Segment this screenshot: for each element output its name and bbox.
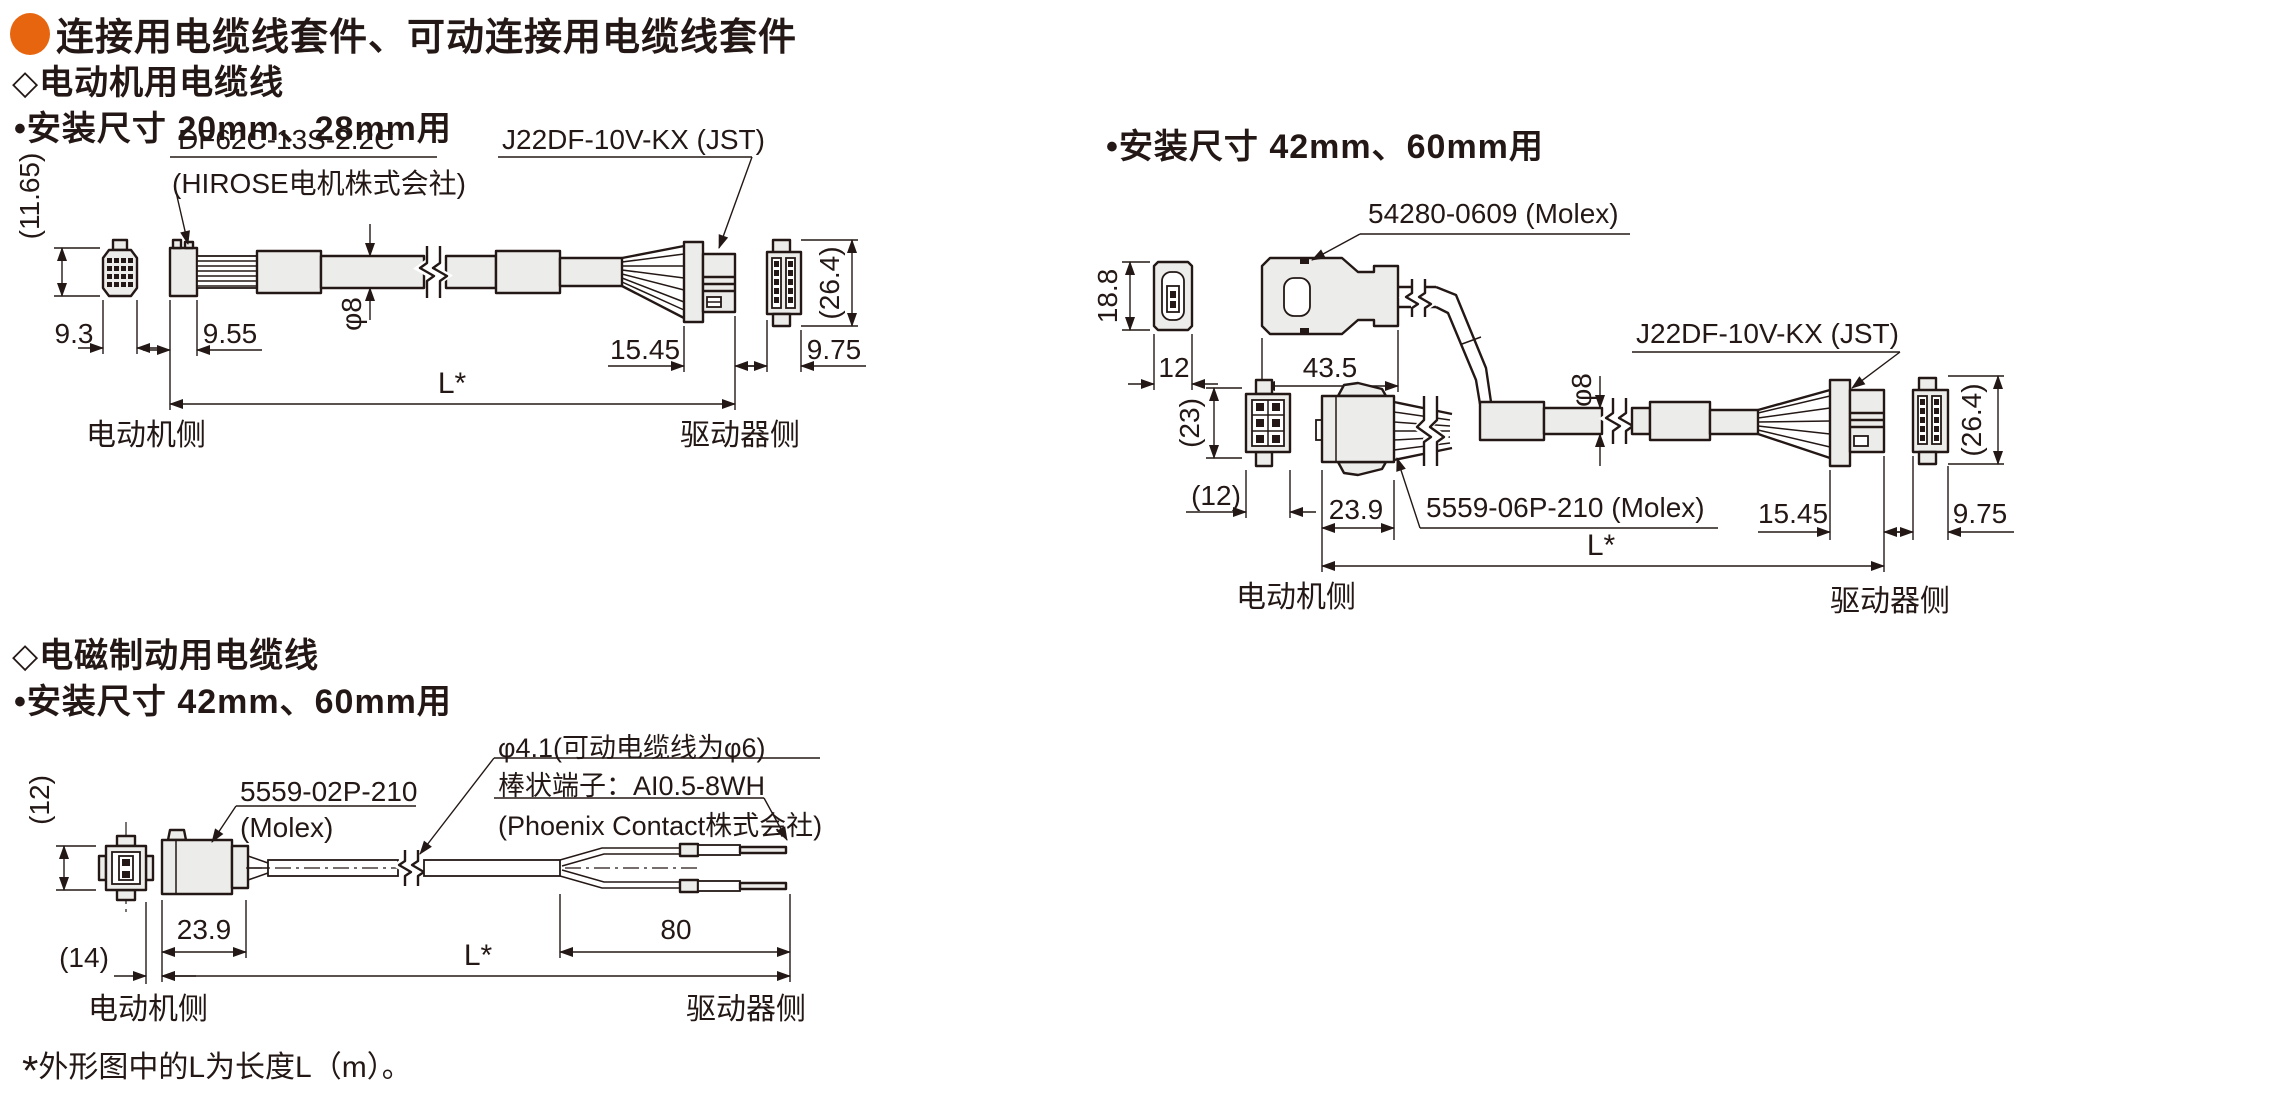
dim-15-45-b: 15.45 [1757, 498, 1829, 529]
part-label-j22df-b: J22DF-10V-KX (JST) [1636, 318, 1899, 349]
encoder-plug-front-view [1122, 260, 1218, 390]
part-label-df62c: DF62C-13S-2.2C [178, 124, 395, 155]
motor-side-label-a: 电动机侧 [86, 419, 206, 452]
part-label-5559-02p: 5559-02P-210 [240, 776, 418, 807]
dim-phi8-b: φ8 [1566, 373, 1597, 407]
brake-plug-front-view [56, 834, 155, 902]
footnote-text: 外形图中的L为长度L（m）。 [38, 1051, 412, 1084]
motor-side-label-b: 电动机侧 [1236, 581, 1356, 614]
dim-phi8-a: φ8 [336, 297, 367, 331]
part-label-j22df-a: J22DF-10V-KX (JST) [502, 124, 765, 155]
dimensions-a [143, 224, 760, 410]
section-heading-brake-cable: ◇电磁制动用电缆线 [12, 637, 320, 675]
diagram-motor-42-60-art [1122, 233, 2014, 572]
dimensions-c [114, 894, 791, 984]
page-title: 连接用电缆线套件、可动连接用电缆线套件 [56, 17, 798, 59]
dim-12-row1: 12 [1158, 352, 1190, 383]
footnote-marker: * [22, 1047, 39, 1094]
terminal-type-label: 棒状端子：AI0.5-8WH [498, 771, 766, 801]
dim-9-75-b: 9.75 [1952, 498, 2008, 529]
motor-cable-side-view [168, 238, 737, 324]
dim-15-45-a: 15.45 [609, 334, 681, 365]
page-title-row: 连接用电缆线套件、可动连接用电缆线套件 [10, 6, 797, 61]
dim-9-55: 9.55 [202, 318, 258, 349]
power-connector-side-view [1315, 381, 1453, 477]
dim-overall-length-a: L* [437, 367, 467, 400]
motor-side-label-c: 电动机侧 [88, 993, 208, 1026]
part-label-5559-06p: 5559-06P-210 (Molex) [1426, 492, 1705, 523]
subheading-size-20-28: •安装尺寸 20mm、28mm用 [14, 110, 452, 148]
dim-12-row2: (12) [1191, 480, 1241, 511]
dim-12-c: (12) [24, 775, 55, 825]
encoder-connector-side-view [1260, 256, 1493, 405]
brake-connector-side-view [160, 828, 269, 896]
dim-80: 80 [660, 914, 692, 945]
orange-bullet-icon [10, 12, 50, 55]
dim-11-65: (11.65) [14, 152, 45, 240]
driver-side-label-a: 驱动器侧 [680, 419, 800, 452]
power-plug-front-view [1186, 378, 1316, 518]
part-label-leaders-a [170, 156, 753, 249]
dim-43-5: 43.5 [1302, 352, 1358, 383]
dim-overall-length-c: L* [463, 939, 493, 972]
part-label-molex-c: (Molex) [240, 812, 334, 843]
dim-9-3: 9.3 [54, 318, 94, 349]
labels-leaders-c [211, 757, 820, 855]
dim-9-75-a: 9.75 [806, 334, 862, 365]
section-heading-motor-cable: ◇电动机用电缆线 [12, 64, 285, 102]
dim-23: (23) [1174, 398, 1205, 448]
cable-diameter-note: φ4.1(可动电缆线为φ6) [498, 733, 766, 763]
dim-overall-length-b: L* [1586, 529, 1616, 562]
motor-plug-front-view [54, 238, 162, 354]
driver-side-label-c: 驱动器侧 [686, 993, 806, 1026]
diagram-brake-42-60-art [56, 757, 820, 984]
diagram-motor-20-28-art [54, 156, 866, 410]
part-label-hirose: (HIROSE电机株式会社) [172, 168, 467, 199]
terminal-mfr-label: (Phoenix Contact株式会社) [498, 811, 823, 841]
driver-plug-front-view [742, 238, 866, 372]
brake-cable-side-view [246, 842, 788, 894]
driver-plug-front-view-b [1911, 375, 2004, 466]
dim-26-4-b: (26.4) [1956, 383, 1987, 457]
subheading-brake-size-42-60: •安装尺寸 42mm、60mm用 [14, 683, 452, 721]
part-label-54280: 54280-0609 (Molex) [1368, 198, 1619, 229]
dim-23-9-c: 23.9 [176, 914, 232, 945]
dim-14: (14) [59, 942, 109, 973]
motor-cable-42-60-side-view [1478, 378, 1886, 468]
driver-side-label-b: 驱动器侧 [1830, 585, 1950, 618]
dimensions-b [1321, 351, 2014, 572]
encoder-part-leader [1311, 233, 1361, 261]
footnote: *外形图中的L为长度L（m）。 [22, 1042, 412, 1092]
dim-26-4-a: (26.4) [814, 246, 845, 320]
dim-23-9-b: 23.9 [1328, 494, 1384, 525]
dim-18-8: 18.8 [1092, 268, 1123, 324]
subheading-size-42-60: •安装尺寸 42mm、60mm用 [1106, 128, 1544, 166]
ferrule-terminal-bottom [678, 878, 788, 894]
ferrule-terminal-top [678, 842, 788, 858]
